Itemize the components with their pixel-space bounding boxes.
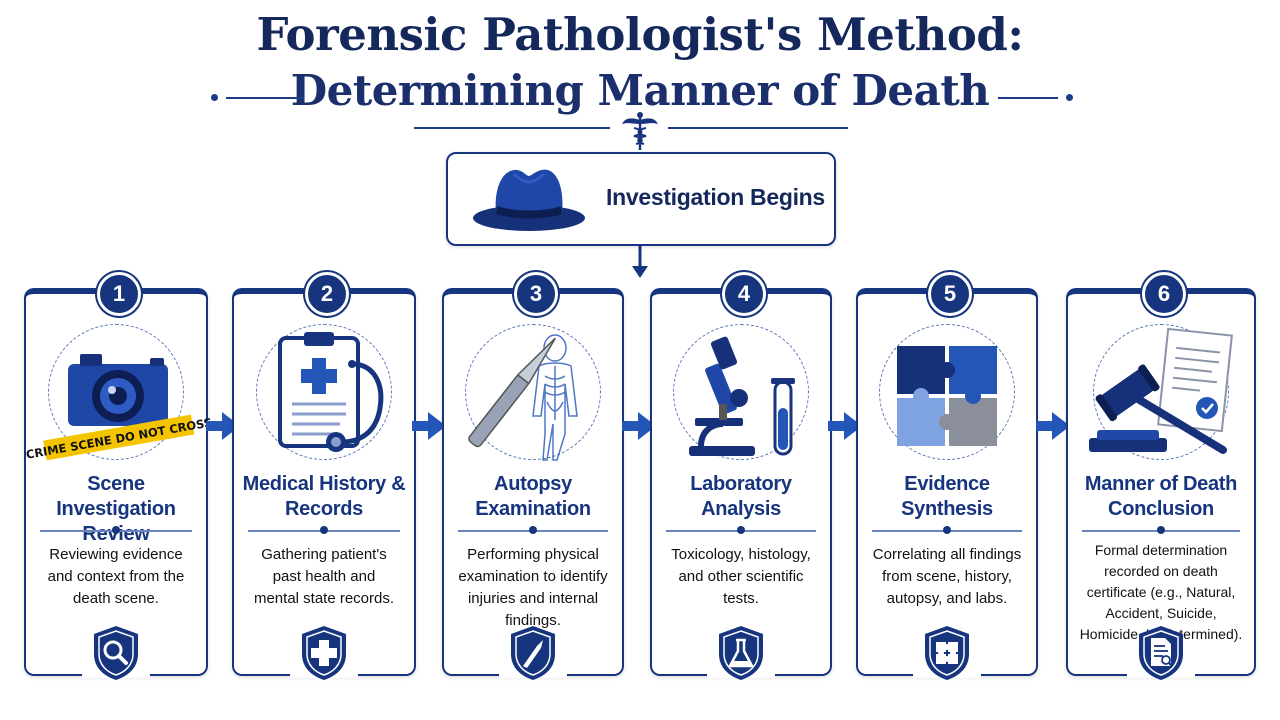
desc-line: past health and xyxy=(272,568,376,585)
desc-line: autopsy, and labs. xyxy=(886,590,1008,607)
step-title-line: Evidence xyxy=(904,473,990,495)
investigation-begins-box: Investigation Begins xyxy=(446,152,836,246)
clipboard-stethoscope-icon xyxy=(278,332,384,452)
desc-line: examination to identify xyxy=(458,568,608,585)
right-arrow-icon xyxy=(412,412,446,440)
step-number-5: 5 xyxy=(928,272,972,316)
step-card-3: 3 Autopsy Examination Performing physica… xyxy=(442,272,624,680)
icon-frame xyxy=(256,324,392,460)
puzzle-piece-icon xyxy=(925,626,969,680)
step-title-6: Manner of Death Conclusion xyxy=(1074,472,1248,522)
step-title-line: Scene Investigation xyxy=(56,473,176,520)
page-title: Forensic Pathologist's Method: xyxy=(256,8,1024,61)
step-card-5: 5 Evidence Synthesis Correlating all fin… xyxy=(856,272,1038,680)
desc-line: certificate (e.g., Natural, xyxy=(1086,584,1236,600)
camera-icon: CRIME SCENE DO NOT CROSS xyxy=(25,354,213,462)
title-underline-left xyxy=(414,127,610,129)
document-icon xyxy=(1139,626,1183,680)
step-desc-2: Gathering patient's past health and ment… xyxy=(244,544,404,610)
step-title-line: Synthesis xyxy=(901,498,993,520)
step-title-line: Manner of Death xyxy=(1084,473,1238,495)
medical-cross-icon xyxy=(302,626,346,680)
divider-dot xyxy=(943,526,951,534)
icon-frame xyxy=(48,324,184,460)
desc-line: findings. xyxy=(505,612,561,629)
right-arrow-icon xyxy=(206,412,240,440)
page-subtitle: Determining Manner of Death xyxy=(290,66,990,115)
title-dot-right xyxy=(1066,94,1073,101)
desc-line: recorded on death xyxy=(1104,563,1218,579)
desc-line: and context from the xyxy=(47,568,185,585)
desc-line: Accident, Suicide, xyxy=(1105,605,1217,621)
desc-line: Gathering patient's xyxy=(261,546,387,563)
flask-icon xyxy=(719,626,763,680)
step-title-5: Evidence Synthesis xyxy=(864,472,1030,522)
icon-frame xyxy=(673,324,809,460)
down-arrow-icon xyxy=(632,244,648,278)
step-desc-4: Toxicology, histology, and other scienti… xyxy=(662,544,820,610)
caduceus-icon xyxy=(622,112,658,150)
step-desc-5: Correlating all findings from scene, his… xyxy=(868,544,1026,610)
step-card-1: 1 CRIME SCENE DO NOT CROSS Scene Investi… xyxy=(24,272,213,680)
desc-line: from scene, history, xyxy=(882,568,1012,585)
scalpel-anatomy-icon xyxy=(468,334,578,461)
step-title-line: Laboratory xyxy=(690,473,792,495)
desc-line: Correlating all findings xyxy=(872,546,1022,563)
step-title-line: Analysis xyxy=(701,498,781,520)
desc-line: Reviewing evidence xyxy=(49,546,183,563)
step-card-4: 4 Laboratory Analysis Toxicology, histol… xyxy=(650,272,832,680)
step-title-line: Medical History & xyxy=(242,473,406,495)
investigation-begins-label: Investigation Begins xyxy=(606,184,825,210)
divider-dot xyxy=(737,526,745,534)
step-number-1: 1 xyxy=(97,272,141,316)
step-title-4: Laboratory Analysis xyxy=(658,472,824,522)
title-block: Forensic Pathologist's Method: Determini… xyxy=(0,6,1280,118)
title-underline-right xyxy=(668,127,848,129)
step-card-2: 2 Medical History & Records Gathering pa… xyxy=(232,272,416,680)
step-title-line: Examination xyxy=(475,498,591,520)
desc-line: Toxicology, histology, xyxy=(671,546,811,563)
magnifier-icon xyxy=(94,626,138,680)
icon-frame xyxy=(879,324,1015,460)
step-title-1: Scene Investigation Review xyxy=(32,472,200,547)
divider-dot xyxy=(529,526,537,534)
title-dot-left xyxy=(211,94,218,101)
title-rule-right xyxy=(998,97,1058,99)
step-desc-1: Reviewing evidence and context from the … xyxy=(36,544,196,610)
desc-line: tests. xyxy=(723,590,759,607)
step-title-2: Medical History & Records xyxy=(240,472,408,522)
step-title-line: Review xyxy=(82,523,150,545)
divider-dot xyxy=(320,526,328,534)
scalpel-icon xyxy=(511,626,555,680)
step-number-6: 6 xyxy=(1142,272,1186,316)
divider-dot xyxy=(1157,526,1165,534)
icon-frame xyxy=(1093,324,1229,460)
desc-line: injuries and internal xyxy=(467,590,599,607)
puzzle-icon xyxy=(897,346,997,446)
step-title-line: Conclusion xyxy=(1108,498,1214,520)
desc-line: mental state records. xyxy=(253,590,395,607)
gavel-certificate-icon xyxy=(1089,327,1233,454)
desc-line: Performing physical xyxy=(467,546,599,563)
desc-line: and other scientific xyxy=(678,568,804,585)
step-number-2: 2 xyxy=(305,272,349,316)
step-number-3: 3 xyxy=(514,272,558,316)
step-title-3: Autopsy Examination xyxy=(450,472,616,522)
step-title-line: Autopsy xyxy=(494,473,572,495)
step-card-6: 6 Manner of Death Conclusion Formal dete… xyxy=(1066,272,1256,680)
right-arrow-icon xyxy=(1036,412,1070,440)
right-arrow-icon xyxy=(828,412,862,440)
title-rule-left xyxy=(226,97,304,99)
desc-line: Formal determination xyxy=(1094,542,1228,558)
fedora-hat-icon xyxy=(473,169,585,231)
right-arrow-icon xyxy=(622,412,656,440)
step-desc-3: Performing physical examination to ident… xyxy=(454,544,612,632)
desc-line: death scene. xyxy=(73,590,159,607)
icon-frame xyxy=(465,324,601,460)
divider-dot xyxy=(112,526,120,534)
step-number-4: 4 xyxy=(722,272,766,316)
step-title-line: Records xyxy=(285,498,363,520)
microscope-icon xyxy=(689,336,795,456)
